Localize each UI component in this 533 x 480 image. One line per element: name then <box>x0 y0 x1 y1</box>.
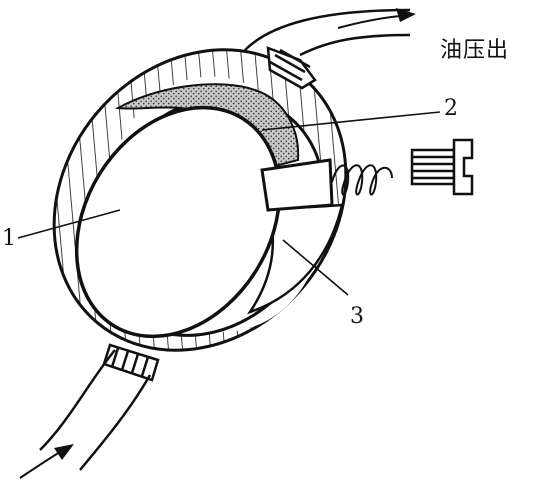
inlet-arrow <box>19 444 74 479</box>
adjust-screw <box>410 138 474 196</box>
seal-region-2 <box>114 83 300 170</box>
part-label-3: 3 <box>350 304 364 329</box>
inlet-pipe <box>39 349 152 471</box>
outlet-arrow <box>337 8 416 29</box>
leader-3 <box>282 239 349 296</box>
spring <box>331 164 393 196</box>
inlet-fitting <box>102 343 160 382</box>
outlet-fitting <box>266 46 317 90</box>
slider-block <box>260 158 334 212</box>
leader-lines <box>17 111 441 296</box>
outlet-label: 油压出 <box>440 38 510 63</box>
part-label-1: 1 <box>2 226 16 251</box>
rotor-1 <box>74 105 282 339</box>
leader-2 <box>261 111 441 131</box>
outlet-pipe <box>244 8 411 57</box>
leader-1 <box>17 209 121 239</box>
part-label-2: 2 <box>444 96 458 121</box>
